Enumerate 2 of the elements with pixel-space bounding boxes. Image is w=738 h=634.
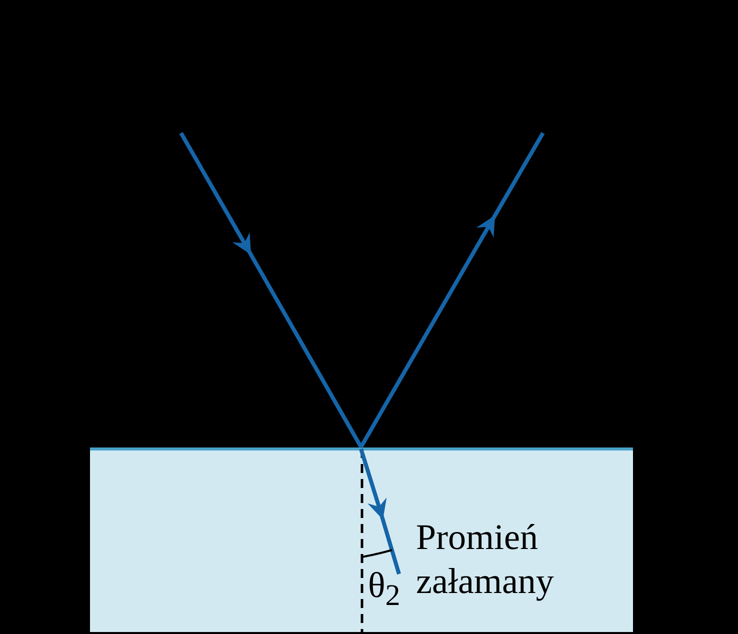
ray-label: Promień załamany xyxy=(416,516,555,603)
angle-label: θ$_{2}$ xyxy=(368,564,400,614)
